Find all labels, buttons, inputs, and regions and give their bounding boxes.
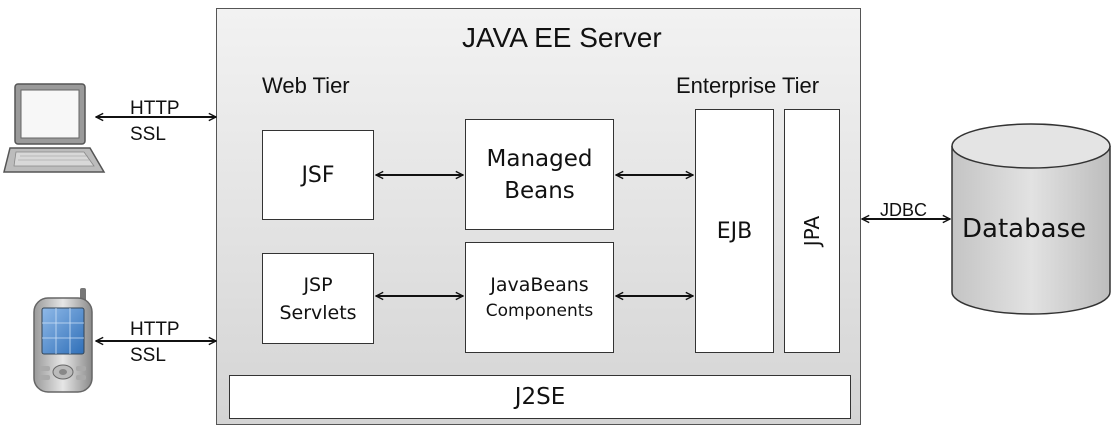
j2se-label: J2SE: [514, 384, 566, 410]
components-label: Components: [485, 300, 594, 321]
web-tier-label: Web Tier: [262, 73, 350, 98]
jsp-servlets-box: JSP Servlets: [262, 253, 374, 344]
j2se-box: J2SE: [229, 375, 851, 419]
laptop-http-label: HTTP: [130, 98, 180, 119]
database-label: Database: [962, 214, 1087, 244]
jpa-box: JPA: [784, 109, 840, 353]
mobile-ssl-label: SSL: [130, 345, 166, 366]
enterprise-tier-label: Enterprise Tier: [676, 73, 820, 98]
managed-beans-label-line1: Managed: [486, 145, 593, 172]
pda-phone-icon: [33, 288, 93, 393]
javabeans-label: JavaBeans: [490, 273, 589, 296]
server-title: JAVA EE Server: [462, 22, 662, 53]
managed-beans-box: Managed Beans: [465, 119, 614, 230]
jdbc-label: JDBC: [880, 200, 928, 220]
ejb-box: EJB: [695, 109, 774, 353]
jsp-label: JSP: [303, 273, 333, 296]
database-cylinder: [951, 123, 1111, 315]
laptop-ssl-label: SSL: [130, 124, 166, 145]
jsf-box: JSF: [262, 130, 374, 220]
managed-beans-label-line2: Beans: [504, 177, 575, 204]
ejb-label: EJB: [716, 218, 753, 244]
jsf-label: JSF: [301, 162, 335, 188]
javabeans-components-box: JavaBeans Components: [465, 242, 614, 353]
mobile-http-label: HTTP: [130, 319, 180, 340]
laptop-icon: [3, 83, 106, 173]
servlets-label: Servlets: [279, 301, 357, 324]
